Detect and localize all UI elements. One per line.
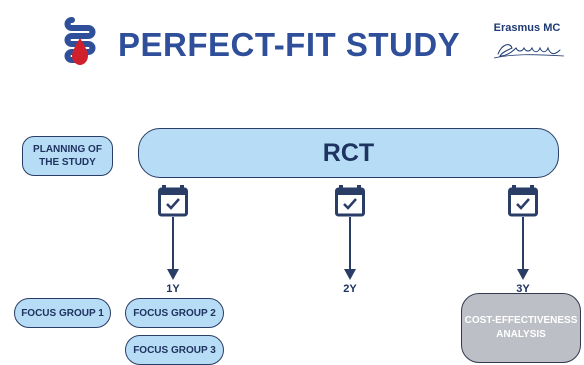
erasmus-mc-name: Erasmus MC xyxy=(493,22,561,34)
planning-label: PLANNING OF THE STUDY xyxy=(33,144,102,168)
cost-effectiveness-box: COST-EFFECTIVENESS ANALYSIS xyxy=(461,293,581,363)
focus-group-1: FOCUS GROUP 1 xyxy=(14,298,111,328)
timepoint-label-2y: 2Y xyxy=(343,283,357,295)
calendar-check-icon xyxy=(335,185,365,217)
planning-box: PLANNING OF THE STUDY xyxy=(22,136,113,176)
timeline-arrow-3y xyxy=(517,217,529,280)
timeline-arrow-1y xyxy=(167,217,179,280)
focus-group-label: FOCUS GROUP 2 xyxy=(133,307,216,319)
calendar-check-icon xyxy=(158,185,188,217)
timepoint-label-3y: 3Y xyxy=(516,283,530,295)
focus-group-3: FOCUS GROUP 3 xyxy=(125,335,224,365)
intestine-drop-icon xyxy=(64,17,96,65)
cost-effectiveness-label: COST-EFFECTIVENESS ANALYSIS xyxy=(464,315,578,340)
focus-group-label: FOCUS GROUP 1 xyxy=(21,307,104,319)
rct-bar: RCT xyxy=(138,128,559,178)
timeline-arrow-2y xyxy=(344,217,356,280)
rct-label: RCT xyxy=(322,138,375,167)
page-title: PERFECT-FIT STUDY xyxy=(118,26,461,63)
timepoint-label-1y: 1Y xyxy=(166,283,180,295)
calendar-check-icon xyxy=(508,185,538,217)
focus-group-2: FOCUS GROUP 2 xyxy=(125,298,224,328)
erasmus-script-logo xyxy=(493,44,565,59)
focus-group-label: FOCUS GROUP 3 xyxy=(133,344,216,356)
